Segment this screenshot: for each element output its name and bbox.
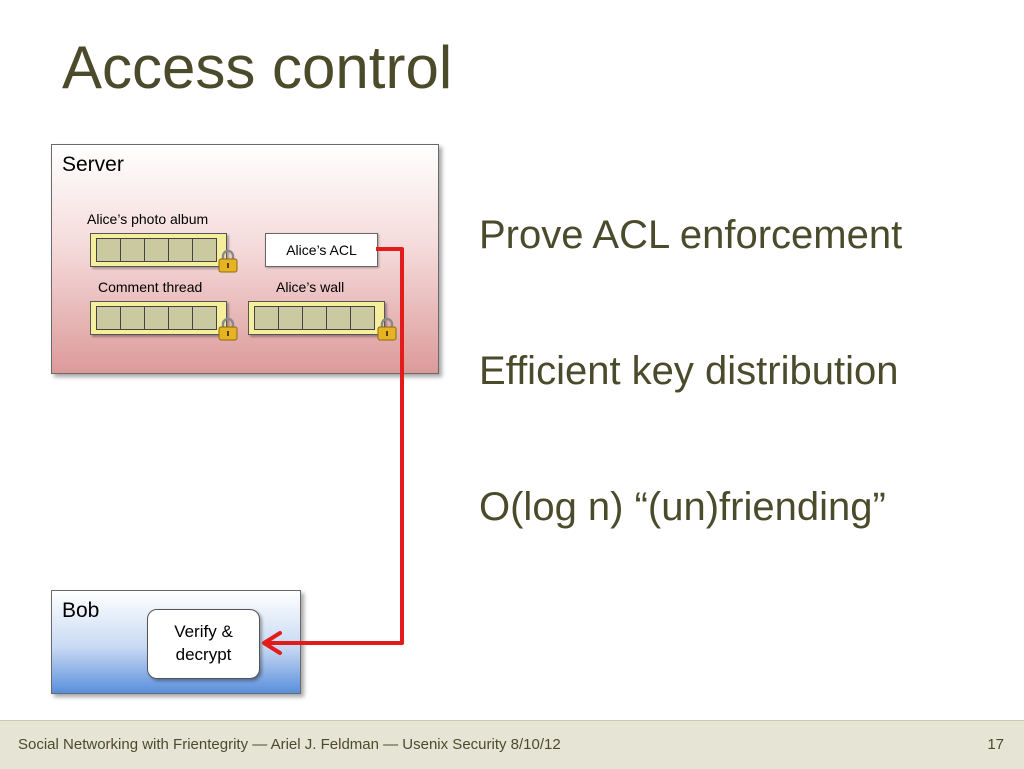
bob-label: Bob — [62, 599, 100, 622]
thread-cell — [120, 306, 145, 330]
page-number: 17 — [987, 736, 1004, 753]
verify-decrypt-box: Verify & decrypt — [147, 609, 260, 679]
alice-wall-label: Alice’s wall — [276, 279, 345, 295]
album-cell — [96, 238, 121, 262]
bullet-1: Prove ACL enforcement — [479, 213, 903, 257]
bullet-3: O(log n) “(un)friending” — [479, 485, 886, 529]
lock-icon — [218, 249, 238, 273]
verify-label-line2: decrypt — [175, 645, 232, 664]
album-cell — [192, 238, 217, 262]
bob-box: Bob Verify & decrypt — [51, 590, 301, 694]
bullet-2: Efficient key distribution — [479, 349, 899, 393]
verify-label-line1: Verify & — [174, 622, 233, 642]
slide-footer: Social Networking with Frientegrity — Ar… — [0, 720, 1024, 769]
wall-cell — [302, 306, 327, 330]
alice-wall-block — [248, 301, 385, 335]
server-label: Server — [62, 153, 124, 176]
photo-album-block — [90, 233, 227, 267]
album-cell — [168, 238, 193, 262]
photo-album-label: Alice’s photo album — [87, 211, 209, 227]
album-cell — [144, 238, 169, 262]
wall-cell — [254, 306, 279, 330]
server-box: Server Alice’s photo album Alice’s ACL C… — [51, 144, 439, 374]
slide-title: Access control — [62, 34, 453, 101]
lock-icon — [377, 317, 397, 341]
comment-thread-label: Comment thread — [98, 279, 203, 295]
footer-text: Social Networking with Frientegrity — Ar… — [18, 736, 561, 753]
lock-icon — [218, 317, 238, 341]
alice-acl-box: Alice’s ACL — [265, 233, 378, 267]
wall-cell — [350, 306, 375, 330]
thread-cell — [192, 306, 217, 330]
comment-thread-block — [90, 301, 227, 335]
